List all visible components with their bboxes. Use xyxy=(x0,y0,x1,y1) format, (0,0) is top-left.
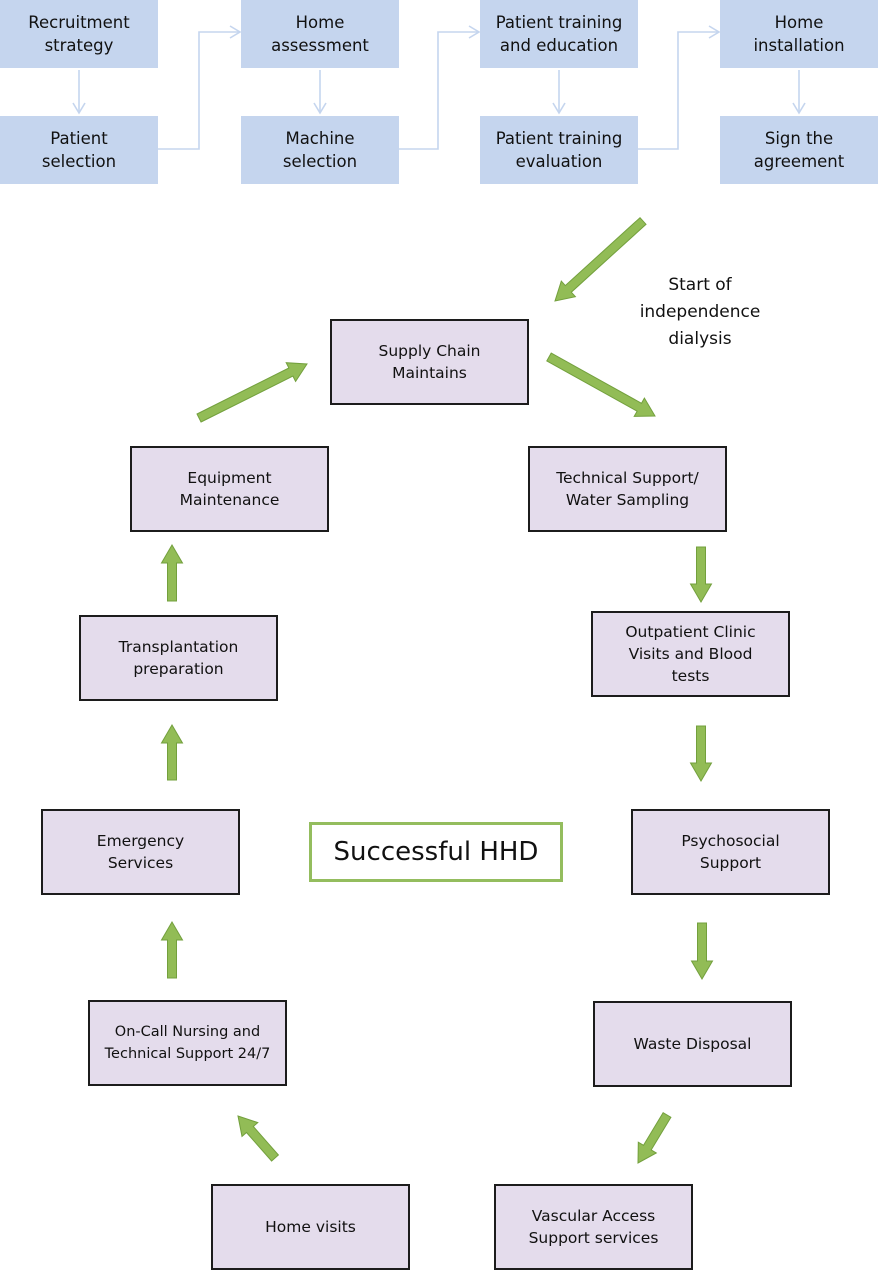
step-machine-selection: Machine selection xyxy=(241,116,399,184)
step-recruitment-strategy: Recruitment strategy xyxy=(0,0,158,68)
connector-down-head-0 xyxy=(72,102,86,115)
arrow-technical-to-outpatient-icon xyxy=(689,546,713,603)
arrow-supply-to-technical-icon xyxy=(546,352,656,417)
arrow-equipment-to-supply-icon xyxy=(196,362,308,423)
node-vascular-access: Vascular Access Support services xyxy=(494,1184,693,1270)
step-patient-training-education: Patient training and education xyxy=(480,0,638,68)
step-patient-training-evaluation: Patient training evaluation xyxy=(480,116,638,184)
node-psychosocial-support: Psychosocial Support xyxy=(631,809,830,895)
arrow-outpatient-to-psychosocial-icon xyxy=(689,725,713,782)
node-transplantation-preparation: Transplantation preparation xyxy=(79,615,278,701)
arrow-waste-to-vascular-icon xyxy=(637,1112,672,1164)
step-home-installation: Home installation xyxy=(720,0,878,68)
arrow-transplant-to-equipment-icon xyxy=(160,544,184,602)
node-equipment-maintenance: Equipment Maintenance xyxy=(130,446,329,532)
node-waste-disposal: Waste Disposal xyxy=(593,1001,792,1087)
arrow-emergency-to-transplant-icon xyxy=(160,724,184,781)
successful-hhd-label: Successful HHD xyxy=(309,822,563,882)
node-technical-support: Technical Support/ Water Sampling xyxy=(528,446,727,532)
node-emergency-services: Emergency Services xyxy=(41,809,240,895)
node-home-visits: Home visits xyxy=(211,1184,410,1270)
arrow-psychosocial-to-waste-icon xyxy=(690,922,714,980)
connector-down-head-2 xyxy=(552,102,566,115)
arrow-home-visits-to-on-call-icon xyxy=(237,1115,280,1162)
node-on-call-nursing: On-Call Nursing and Technical Support 24… xyxy=(88,1000,287,1086)
node-outpatient-clinic: Outpatient Clinic Visits and Blood tests xyxy=(591,611,790,697)
connector-step-head-0 xyxy=(229,25,242,39)
arrow-on-call-to-emergency-icon xyxy=(160,921,184,979)
arrow-start-to-supply-chain-icon xyxy=(554,216,647,302)
node-supply-chain: Supply Chain Maintains xyxy=(330,319,529,405)
start-independence-note: Start of independence dialysis xyxy=(639,275,761,349)
step-patient-selection: Patient selection xyxy=(0,116,158,184)
connector-step-1 xyxy=(399,31,478,150)
connector-step-head-1 xyxy=(468,25,481,39)
connector-step-head-2 xyxy=(708,25,721,39)
step-home-assessment: Home assessment xyxy=(241,0,399,68)
connector-down-head-1 xyxy=(313,102,327,115)
connector-down-head-3 xyxy=(792,102,806,115)
connector-step-0 xyxy=(158,31,239,150)
connector-step-2 xyxy=(638,31,718,150)
step-sign-agreement: Sign the agreement xyxy=(720,116,878,184)
